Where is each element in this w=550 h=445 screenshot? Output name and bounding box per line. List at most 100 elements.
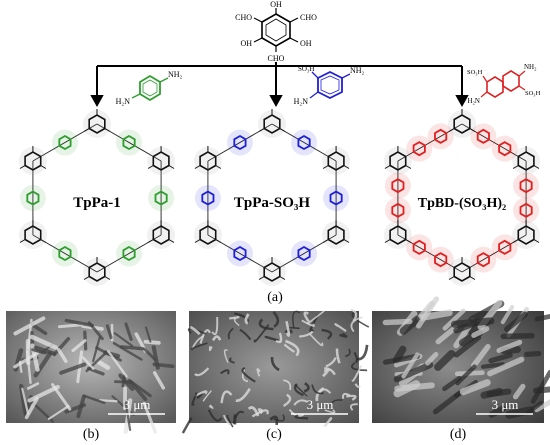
framework-label-tppa1: TpPa-1 [73,195,121,211]
sem-fiber [208,404,214,410]
sem-panel-d: 3 μm [372,296,550,423]
linker-pa1-nh2-left: H₂N [116,97,131,106]
sem-fiber [258,318,274,331]
sem-particle [488,352,513,364]
node-substituent [194,239,201,243]
sem-rod [142,401,157,434]
sem-fiber [299,330,314,338]
sem-rod [114,380,133,384]
sem-rod [31,348,47,355]
tp-node-ring [24,225,42,245]
node-substituent [258,276,265,280]
node-substituent [384,165,391,169]
sem-rod [29,334,58,350]
sem-rod [96,359,111,370]
sem-rod [33,345,56,356]
linker-ring [498,141,512,157]
node-substituent [147,239,154,243]
sem-fiber [283,343,295,353]
node-substituent [19,239,26,243]
framework-label-tpbd-so3h: TpBD-(SO₃H)₂ [418,196,507,211]
sem-fiber [325,357,337,368]
sem-particle [459,379,491,396]
node-substituent [448,128,455,132]
sem-particle [434,349,456,371]
sem-fiber [241,367,256,383]
linker-ring [434,252,448,268]
arrow-head-left [90,95,104,108]
sem-fiber [285,320,291,337]
sem-fiber [232,410,245,424]
sem-rod [112,341,143,361]
linker-glow [406,234,433,261]
node-substituent [104,276,111,280]
panel-label-c: (c) [266,427,282,442]
sem-particle [480,362,505,369]
linker-pa-so3h: SO₃H NH₂ H₂N [294,65,365,106]
reaction-arrows [90,62,469,108]
sem-fiber [282,393,292,407]
sem-fiber [292,310,301,328]
linker-bd-so3h-nh2-left: H₂N [467,97,480,105]
node-substituent [322,165,329,169]
sem-fiber [324,409,336,414]
node-substituent [168,165,175,169]
tp-node-ring [152,151,170,171]
sem-particle [453,334,482,358]
tp-oh-top: OH [270,0,282,9]
node-substituent [83,276,90,280]
panel-label-b: (b) [83,427,100,442]
node-glow [18,221,47,249]
node-substituent [168,239,175,243]
sem-rod [52,337,71,357]
tp-node-ring [327,151,345,171]
sem-fiber [244,313,250,325]
sem-fiber [306,310,325,325]
node-substituent [40,239,47,243]
sem-fiber [351,362,368,372]
sem-fiber [194,390,208,398]
linker-ring [58,134,72,151]
sem-rod [59,362,87,375]
linker-ring [154,190,168,206]
tp-node-ring [453,262,471,282]
sem-fiber [223,349,229,363]
sem-particle [399,315,422,335]
linker-glow [116,129,143,156]
linker-glow [116,240,143,267]
sem-particle [382,353,420,365]
sem-particle [530,369,550,404]
linker-ring [233,245,247,262]
linker-glow [384,172,411,199]
sem-particle [500,333,535,340]
linker-glow [384,197,411,224]
sem-fiber [351,311,370,328]
sem-rod [124,322,133,341]
linker-ring [391,178,405,194]
tp-node-ring [263,114,281,134]
arrow-head-middle [269,95,283,108]
sem-fiber [241,368,249,383]
linker-glow [406,135,433,162]
sem-rod [71,339,87,353]
sem-rod [113,332,134,347]
sem-rod [152,362,175,369]
sem-fiber [273,414,285,422]
node-glow [18,147,47,175]
sem-fiber [229,316,240,320]
sem-rod [152,371,166,390]
linker-glow [470,246,497,273]
sem-fiber [323,417,333,428]
linker-ring [391,202,405,218]
node-glow [512,147,541,175]
linker-ring [297,245,311,262]
node-substituent [19,165,26,169]
tp-node-ring [389,151,407,171]
sem-fiber [233,318,240,327]
node-substituent [194,165,201,169]
sem-rod [124,400,132,431]
node-glow [512,221,541,249]
sem-fiber [303,311,310,323]
linker-pa-so3h-nh2-left: H₂N [294,97,309,106]
